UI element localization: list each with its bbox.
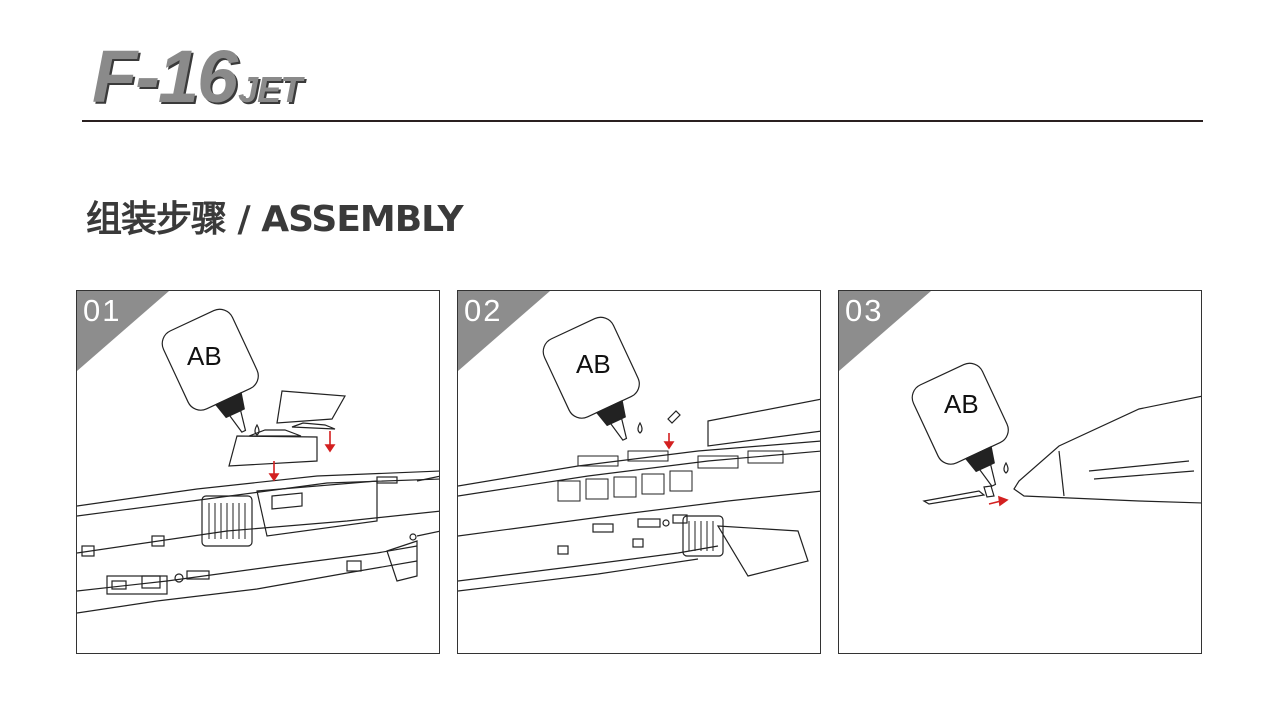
step-01-bottle-label: AB: [187, 341, 222, 371]
step-number-02: 02: [464, 293, 503, 328]
logo-main-text: F-16: [92, 35, 238, 118]
step-01-illustration: AB: [77, 308, 439, 614]
step-number-03: 03: [845, 293, 884, 328]
step-panel-02: AB 02: [457, 290, 821, 654]
step-03-illustration: AB: [911, 362, 1201, 507]
section-title: 组装步骤 / ASSEMBLY: [86, 199, 464, 240]
step-panel-01: AB 01: [76, 290, 440, 654]
header-divider: [82, 120, 1203, 122]
step-number-01: 01: [83, 293, 122, 328]
logo-sub-text: JET: [238, 69, 302, 110]
step-02-illustration: AB: [458, 316, 820, 592]
f16-jet-logo: F-16 JET: [92, 35, 302, 118]
step-02-bottle-label: AB: [576, 349, 611, 379]
step-03-bottle-label: AB: [944, 389, 979, 419]
step-panel-03: AB 03: [838, 290, 1202, 654]
